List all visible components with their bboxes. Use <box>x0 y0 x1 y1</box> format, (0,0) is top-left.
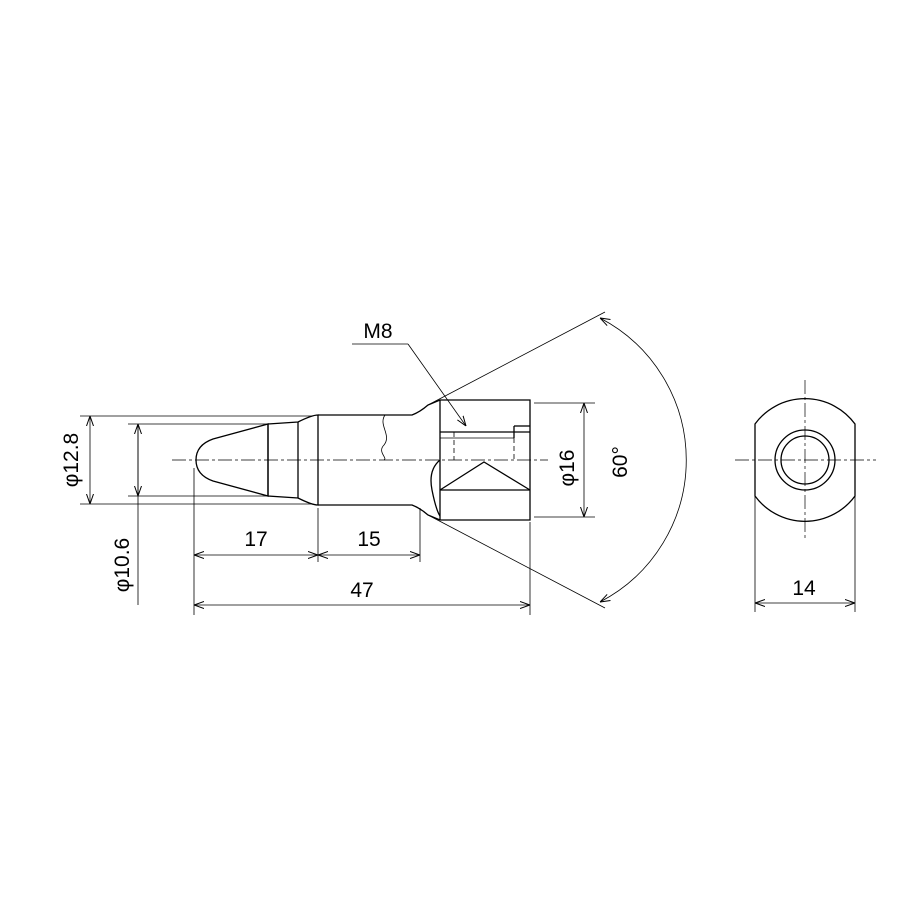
width-14-label: 14 <box>792 577 816 600</box>
dimensions: φ12.8 φ10.6 17 15 47 φ16 60° M8 <box>60 311 856 615</box>
dia-10-6-label: φ10.6 <box>111 538 134 593</box>
dia-12-8-label: φ12.8 <box>60 433 83 488</box>
angle-60-label: 60° <box>609 446 632 478</box>
len-17-label: 17 <box>244 528 267 551</box>
len-15-label: 15 <box>357 528 380 551</box>
len-47-label: 47 <box>350 579 373 602</box>
dia-16-label: φ16 <box>556 450 579 487</box>
thread-m8-label: M8 <box>363 320 392 343</box>
side-view <box>172 399 548 521</box>
